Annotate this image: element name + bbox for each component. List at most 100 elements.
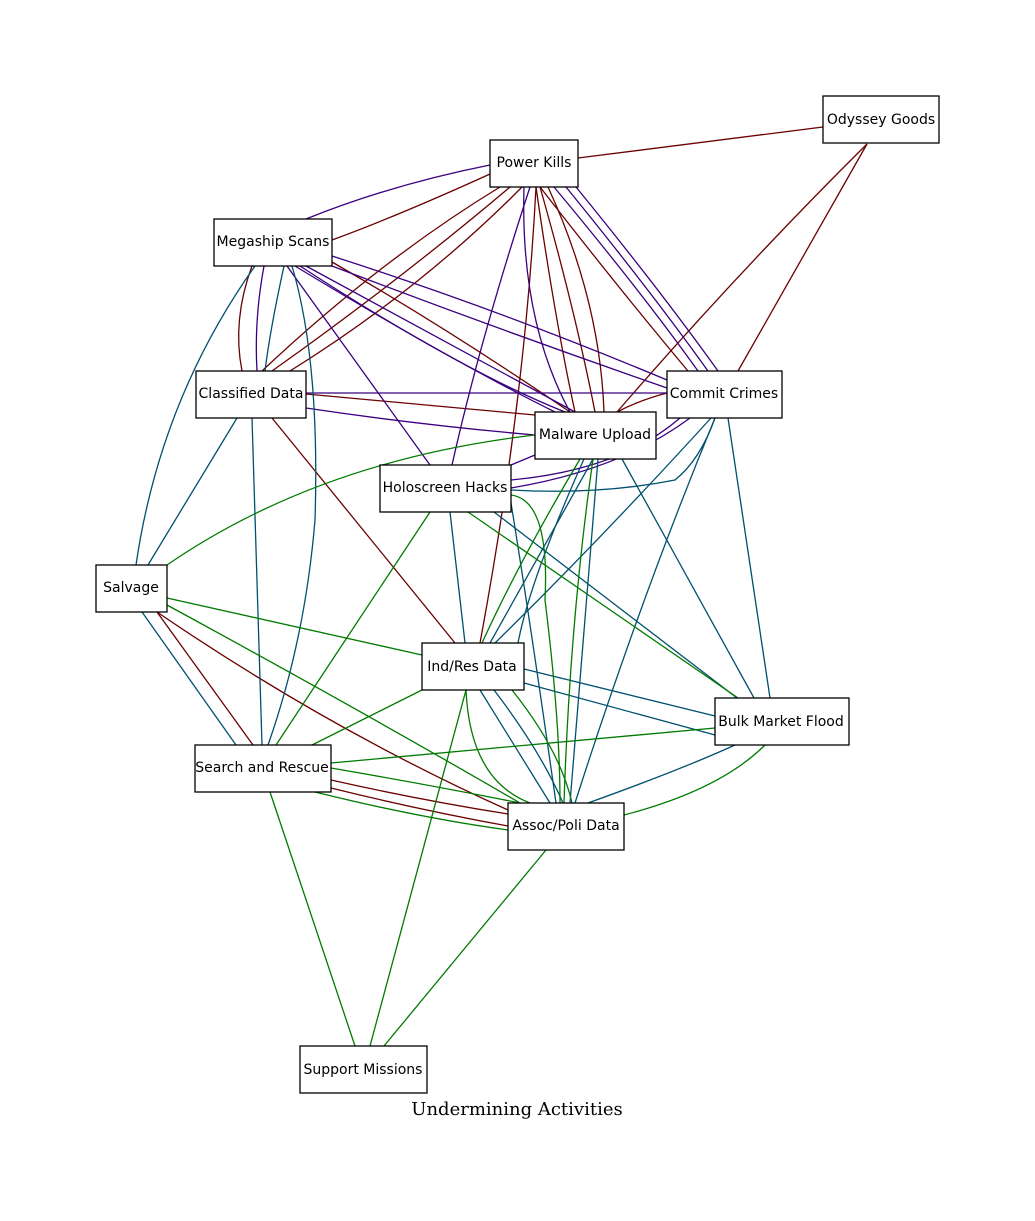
edge-red [539,186,596,413]
node-box [299,1045,428,1094]
edge-red [616,143,868,413]
edge-green [481,458,581,644]
edge-teal [264,265,285,372]
edge-teal [587,744,736,804]
node-label: Salvage [103,580,159,596]
edge-green [510,494,561,804]
nodes: Odyssey Goods Power Kills Megaship Scans… [95,95,940,1094]
edge-teal [449,511,466,644]
edge-purple [565,186,709,372]
node-box [194,744,332,793]
node-assoc-poli-data[interactable]: Assoc/Poli Data [507,802,625,851]
edge-teal [574,417,716,804]
edge-green [369,689,467,1047]
edge-purple [553,186,699,372]
edge-red [289,186,523,372]
edge-purple [299,265,566,413]
edge-green [311,689,423,746]
edge-red [331,261,571,413]
edge-teal [517,458,585,644]
edge-green [563,458,594,804]
edge-teal [489,458,594,644]
node-label: Search and Rescue [195,760,329,776]
edge-teal [141,611,237,746]
edge-teal [493,689,564,804]
edge-red [330,787,509,827]
node-odyssey-goods[interactable]: Odyssey Goods [822,95,940,144]
node-holoscreen-hacks[interactable]: Holoscreen Hacks [379,464,512,513]
edge-red [271,186,511,372]
edge-teal [494,417,712,644]
edge-teal [510,417,716,492]
edge-green [383,849,547,1047]
edge-red [156,611,254,746]
edge-purple [305,164,491,220]
edge-green [330,727,716,764]
node-box [822,95,940,144]
node-box [489,139,579,188]
edge-red [547,186,605,413]
node-label: Holoscreen Hacks [383,480,508,496]
edge-purple [305,407,536,436]
diagram-title: Undermining Activities [411,1099,622,1120]
edge-green [269,791,356,1047]
edge-green [314,791,509,831]
node-box [714,697,850,746]
node-label: Commit Crimes [670,386,778,402]
edge-red [535,186,576,413]
edge-teal [493,511,738,699]
node-label: Power Kills [497,155,572,171]
edge-teal [251,417,263,746]
edge-red [331,173,491,241]
node-box [379,464,512,513]
node-power-kills[interactable]: Power Kills [489,139,579,188]
edge-green [275,511,431,746]
node-label: Classified Data [199,386,304,402]
node-box [534,411,657,460]
edge-red [261,186,501,372]
edge-red [539,186,689,372]
node-commit-crimes[interactable]: Commit Crimes [666,370,783,419]
node-label: Assoc/Poli Data [512,818,619,834]
edge-red [156,611,509,811]
edge-purple [523,186,571,413]
edge-green [166,597,423,656]
node-label: Malware Upload [539,427,651,443]
edge-purple [331,255,668,381]
edge-green [511,689,573,804]
node-salvage[interactable]: Salvage [95,564,168,613]
node-label: Ind/Res Data [427,659,517,675]
node-box [666,370,783,419]
node-support-missions[interactable]: Support Missions [299,1045,428,1094]
edge-red [479,186,537,644]
node-malware-upload[interactable]: Malware Upload [534,411,657,460]
node-ind-res-data[interactable]: Ind/Res Data [421,642,525,691]
node-label: Odyssey Goods [827,112,935,128]
edge-red [616,392,668,413]
edge-green [623,744,766,816]
node-box [95,564,168,613]
node-search-and-rescue[interactable]: Search and Rescue [194,744,332,793]
node-bulk-market-flood[interactable]: Bulk Market Flood [714,697,850,746]
edge-green [465,689,531,804]
node-label: Support Missions [304,1062,423,1078]
edge-purple [510,454,536,466]
node-box [507,802,625,851]
edge-green [166,604,521,804]
edge-green [166,434,536,566]
edge-teal [510,502,557,804]
node-label: Megaship Scans [217,234,330,250]
edge-purple [451,186,531,466]
edge-green [330,767,521,804]
node-megaship-scans[interactable]: Megaship Scans [213,218,333,267]
node-label: Bulk Market Flood [718,714,843,730]
edge-purple [305,265,576,413]
edge-green [467,511,739,699]
node-box [213,218,333,267]
edge-teal [727,417,771,699]
edge-purple [331,265,668,389]
node-classified-data[interactable]: Classified Data [195,370,307,419]
edge-red [577,126,824,159]
edge-red [737,143,868,372]
edge-red [330,779,509,815]
